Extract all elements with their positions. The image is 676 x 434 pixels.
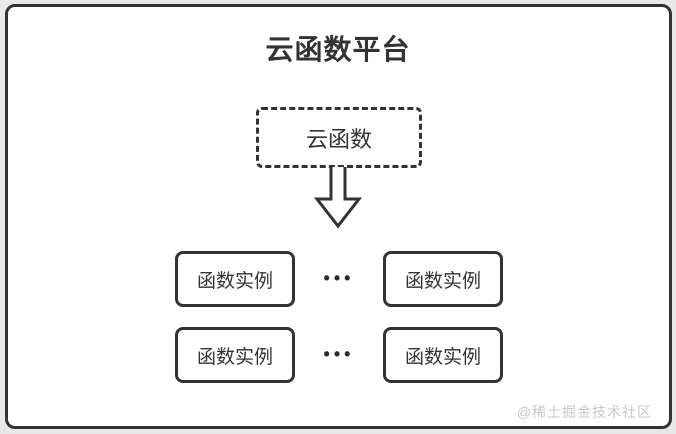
cloud-function-box: 云函数: [256, 107, 422, 168]
watermark: @稀土掘金技术社区: [516, 404, 652, 420]
function-instance-label: 函数实例: [404, 346, 481, 368]
function-instance-label: 函数实例: [196, 346, 273, 368]
function-instance-box: 函数实例: [383, 327, 503, 383]
down-arrow-icon: [310, 166, 366, 229]
function-instance-label: 函数实例: [404, 270, 481, 292]
function-instance-label: 函数实例: [196, 270, 273, 292]
function-instance-box: 函数实例: [175, 327, 295, 383]
function-instance-box: 函数实例: [383, 251, 503, 307]
cloud-function-label: 云函数: [305, 126, 372, 152]
ellipsis-row-1: •••: [323, 268, 355, 288]
ellipsis-row-2: •••: [323, 344, 355, 364]
diagram-title: 云函数平台: [265, 34, 411, 65]
function-instance-box: 函数实例: [175, 251, 295, 307]
